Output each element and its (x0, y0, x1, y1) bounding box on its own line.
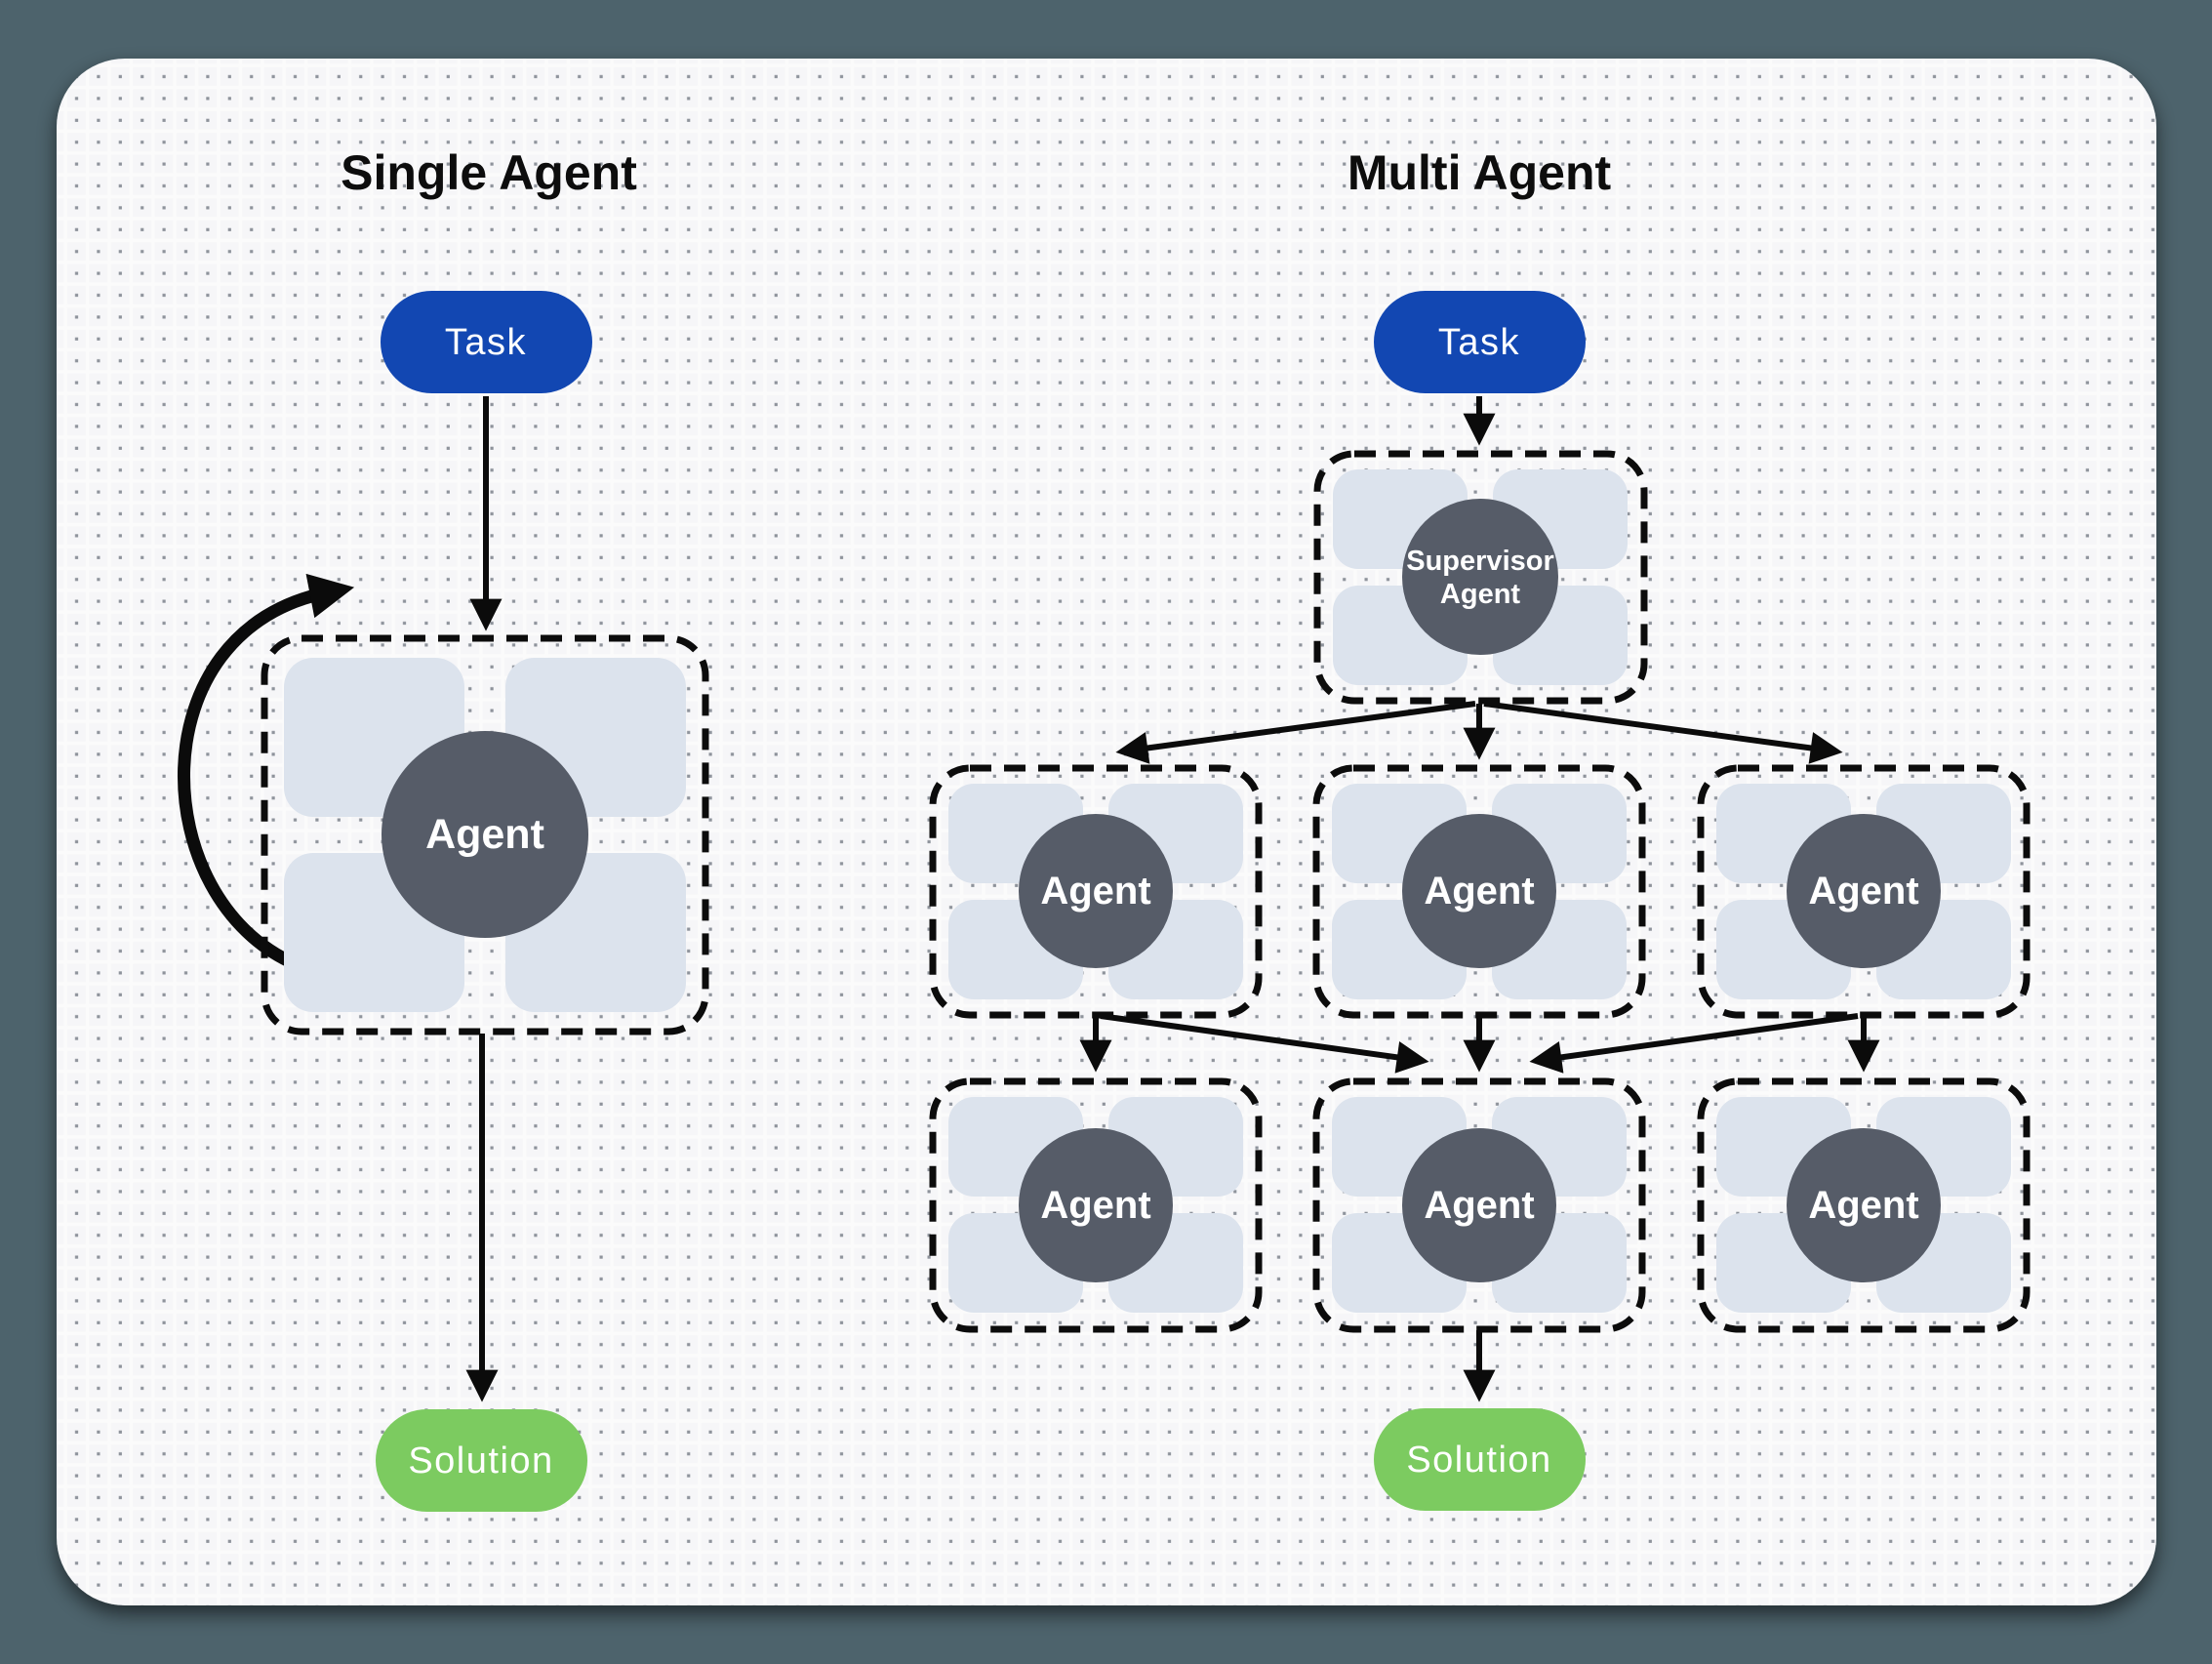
agent-circle (1019, 814, 1173, 968)
self-loop-arrow (178, 573, 355, 971)
solution-node-multi: Solution (1374, 1408, 1586, 1511)
arrow-supervisor-to-agent-left (1115, 701, 1476, 764)
agent-label: Agent (425, 811, 544, 858)
agent-circle (1402, 1128, 1556, 1282)
agent-box-row1-center: Agent (1312, 764, 1646, 1019)
arrow-row1-left-to-row2-center (1100, 1013, 1429, 1074)
multi-agent-title: Multi Agent (1347, 145, 1612, 200)
agent-label: Agent (1808, 870, 1918, 913)
agent-label: Agent (1808, 1184, 1918, 1227)
task-label-single: Task (445, 322, 527, 363)
single-agent-dashed-border (261, 634, 709, 1035)
agent-box-row2-right: Agent (1697, 1077, 2031, 1333)
agent-dashed-border (1312, 1077, 1646, 1333)
task-label-multi: Task (1438, 322, 1520, 363)
agent-dashed-border (1312, 764, 1646, 1019)
task-node-single: Task (381, 291, 592, 393)
agent-box-row2-left: Agent (929, 1077, 1263, 1333)
agent-dashed-border (1697, 764, 2031, 1019)
agent-dashed-border (929, 1077, 1263, 1333)
agent-box-row2-center: Agent (1312, 1077, 1646, 1333)
agent-circle (1787, 1128, 1941, 1282)
agent-circle (1019, 1128, 1173, 1282)
supervisor-dashed-border (1313, 450, 1648, 705)
supervisor-circle (1402, 499, 1558, 655)
supervisor-label-line2: Agent (1440, 579, 1521, 610)
agent-circle (382, 731, 588, 938)
solution-label-multi: Solution (1406, 1440, 1551, 1481)
agent-label: Agent (1040, 1184, 1150, 1227)
arrow-row1-right-to-row2-center (1529, 1013, 1859, 1074)
agent-label: Agent (1040, 870, 1150, 913)
agent-box-row1-left: Agent (929, 764, 1263, 1019)
task-node-multi: Task (1374, 291, 1586, 393)
solution-node-single: Solution (376, 1409, 587, 1512)
solution-pill-multi (1374, 1408, 1586, 1511)
task-pill-single (381, 291, 592, 393)
single-agent-box: Agent (261, 634, 709, 1035)
agent-circle (1402, 814, 1556, 968)
agent-box-row1-right: Agent (1697, 764, 2031, 1019)
task-pill-multi (1374, 291, 1586, 393)
supervisor-label-line1: Supervisor (1406, 546, 1554, 577)
solution-label-single: Solution (408, 1441, 553, 1481)
supervisor-agent-box: Supervisor Agent (1313, 450, 1648, 705)
agent-label: Agent (1424, 870, 1534, 913)
solution-pill-single (376, 1409, 587, 1512)
agent-dashed-border (1697, 1077, 2031, 1333)
agent-label: Agent (1424, 1184, 1534, 1227)
single-agent-title: Single Agent (341, 145, 637, 200)
agent-circle (1787, 814, 1941, 968)
arrow-supervisor-to-agent-right (1483, 701, 1843, 764)
agent-dashed-border (929, 764, 1263, 1019)
arrows (178, 396, 1880, 1402)
